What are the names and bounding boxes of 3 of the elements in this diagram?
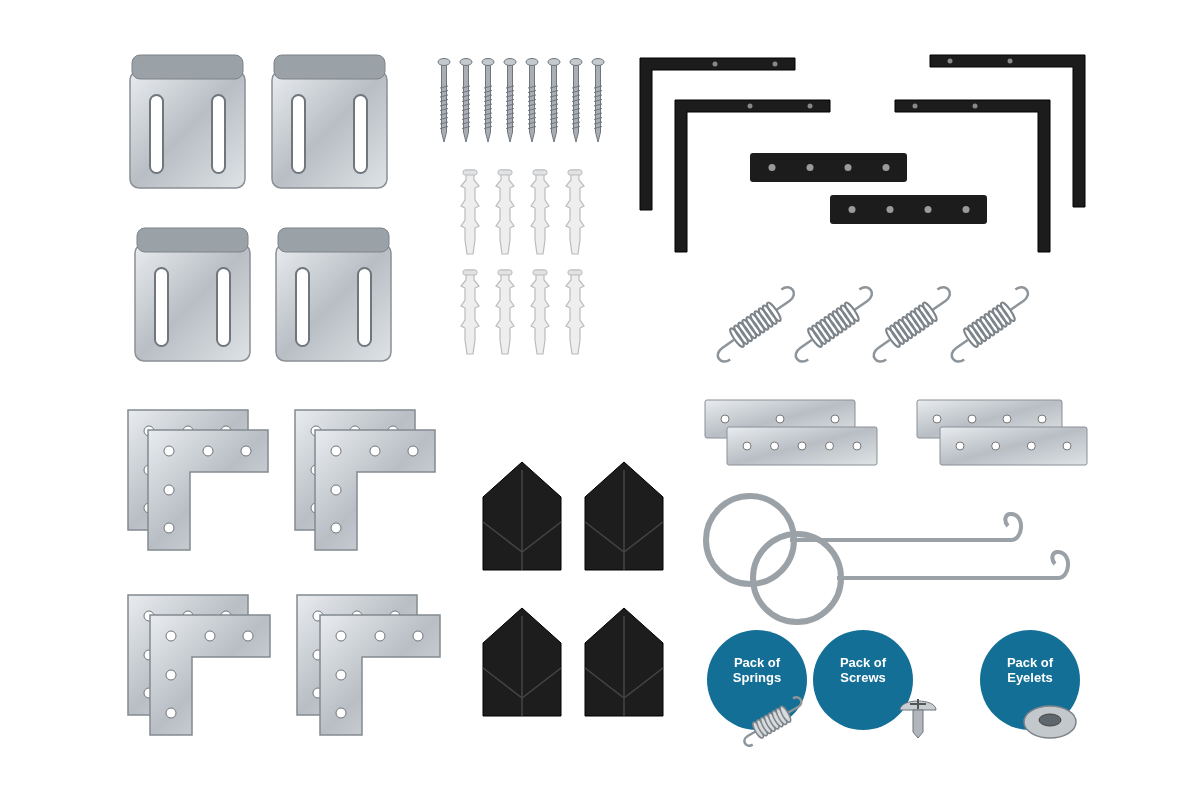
pack-label: Pack of Screws (838, 655, 888, 685)
pack-label: Pack of Springs (731, 655, 783, 685)
pack-label: Pack of Eyelets (1005, 655, 1055, 685)
